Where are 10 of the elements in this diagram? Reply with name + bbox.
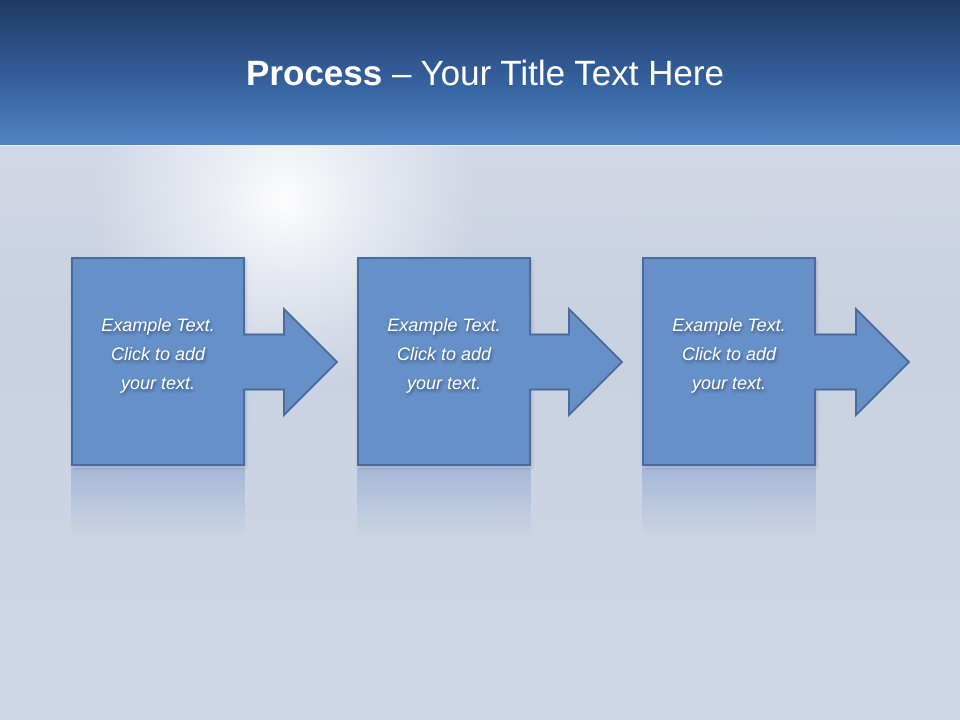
process-box (357, 257, 531, 466)
process-box (71, 257, 245, 466)
arrow (242, 306, 338, 418)
box-text: Example Text. Click to add your text. (100, 314, 216, 395)
box-text: Example Text. Click to add your text. (386, 314, 502, 395)
box-text: Example Text. Click to add your text. (671, 314, 787, 395)
process-box (642, 257, 816, 466)
arrow (528, 306, 624, 418)
slide-title: Process – Your Title Text Here (246, 53, 724, 95)
arrow (813, 306, 910, 418)
